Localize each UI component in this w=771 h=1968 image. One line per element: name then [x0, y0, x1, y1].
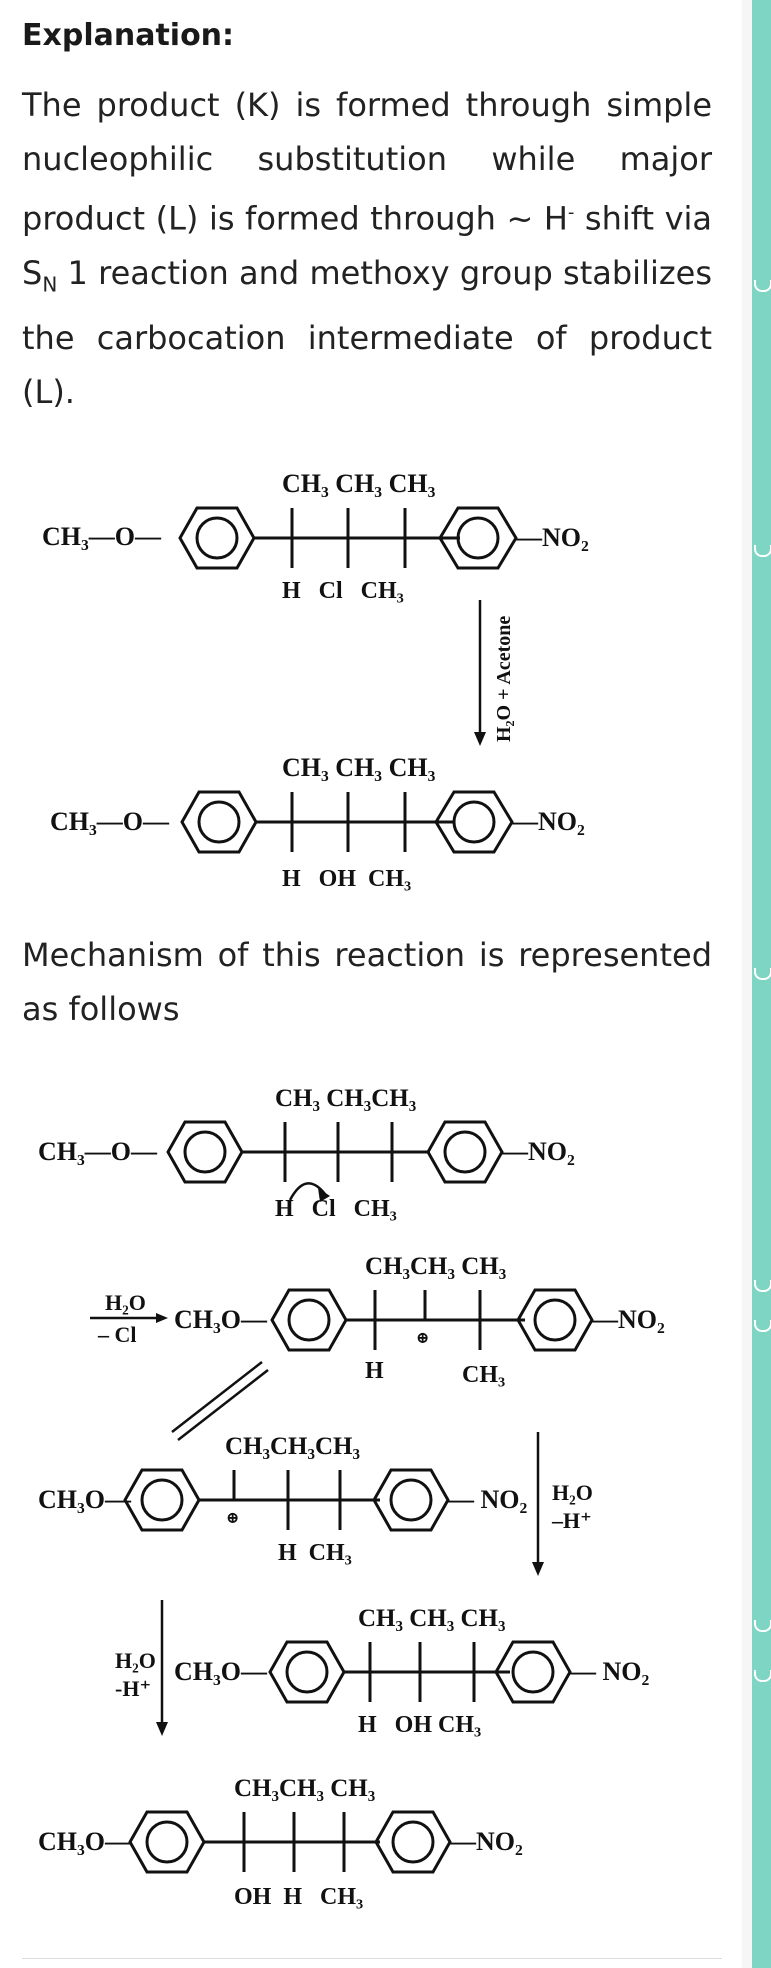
para-line: nucleophilic substitution while major: [22, 140, 712, 178]
resonance-arrow-icon: [171, 1361, 263, 1433]
explanation-content: Explanation: The product (K) is formed t…: [22, 18, 722, 1959]
structure-label: —NO₂: [449, 1827, 523, 1856]
explanation-heading: Explanation:: [22, 18, 235, 53]
structure-label: CH₃ CH₃CH₃: [275, 1085, 416, 1112]
structure-label: CH₃CH₃CH₃: [225, 1433, 360, 1460]
decoration-icon: [754, 545, 771, 557]
para-text: product (L) is formed through ~ H: [22, 199, 568, 238]
structure-label: —NO₂: [515, 523, 589, 552]
structure-label: CH₃O—: [174, 1657, 268, 1686]
structure-label: — NO₂: [569, 1657, 650, 1686]
explanation-paragraph: The product (K) is formed through simple…: [22, 78, 712, 419]
reagent-label: –H⁺: [551, 1508, 592, 1533]
carbocation-plus-icon: ⊕: [226, 1510, 239, 1527]
para-text: 1 reaction and methoxy group stabilizes: [57, 253, 712, 292]
reagent-label: -H⁺: [115, 1676, 151, 1701]
structure-label: — NO₂: [447, 1485, 528, 1514]
structure-label: H Cl CH₃: [282, 578, 404, 604]
benzene-ring-icon: [180, 790, 258, 854]
structure-label: H OH CH₃: [358, 1712, 481, 1738]
reagent-label: H₂O + Acetone: [493, 616, 515, 742]
benzene-ring-icon: [438, 506, 518, 570]
superscript: -: [567, 202, 575, 223]
structure-label: CH₃—O—: [38, 1137, 158, 1166]
structure-label: CH₃O—: [38, 1827, 132, 1856]
structure-label: OH H CH₃: [234, 1884, 363, 1910]
para-line: The product (K) is formed through simple: [22, 86, 712, 124]
arrow-down-icon: [474, 732, 486, 746]
structure-label: CH₃ CH₃ CH₃: [282, 753, 436, 782]
curved-arrow-icon: [288, 1182, 326, 1201]
carbocation-plus-icon: ⊕: [416, 1330, 429, 1347]
divider: [22, 1958, 722, 1959]
structure-label: CH₃CH₃ CH₃: [365, 1253, 506, 1280]
reagent-label: H₂O: [105, 1290, 146, 1315]
structure-label: —NO₂: [501, 1137, 575, 1166]
structure-label: H: [365, 1358, 384, 1384]
structure-label: CH₃—O—: [42, 522, 162, 551]
decoration-icon: [754, 280, 771, 292]
structure-label: H OH CH₃: [282, 866, 411, 892]
reagent-label: H₂O: [115, 1648, 156, 1673]
structure-label: CH₃—O—: [50, 807, 170, 836]
decoration-icon: [754, 1620, 771, 1632]
structure-label: H CH₃: [278, 1540, 352, 1566]
scroll-track: [742, 0, 752, 1968]
structure-label: CH₃CH₃ CH₃: [234, 1775, 375, 1802]
side-accent-bar: [742, 0, 771, 1968]
para-line: the carbocation intermediate of product: [22, 319, 712, 358]
para-line: as follows: [22, 990, 180, 1028]
decoration-icon: [754, 1670, 771, 1682]
para-line: Mechanism of this reaction is represente…: [22, 936, 712, 974]
structure-label: CH₃O—: [174, 1305, 268, 1334]
decoration-icon: [754, 1280, 771, 1292]
structure-label: CH₃: [462, 1362, 505, 1388]
structure-label: —NO₂: [591, 1305, 665, 1334]
reagent-label: H₂O: [552, 1480, 593, 1505]
benzene-ring-icon: [178, 506, 256, 570]
arrow-right-icon: [156, 1313, 168, 1323]
para-text: S: [22, 253, 43, 292]
decoration-icon: [754, 968, 771, 980]
arrow-down-icon: [156, 1722, 168, 1736]
structure-label: CH₃ CH₃ CH₃: [282, 469, 436, 498]
mechanism-scheme: CH₃—O— CH₃ CH₃CH₃ H Cl CH₃ —NO₂ H₂O – Cl…: [38, 1085, 665, 1910]
reagent-label: – Cl: [97, 1322, 137, 1347]
para-line: (L).: [22, 373, 75, 412]
reaction-scheme: CH₃—O— CH₃ CH₃ CH₃ H Cl CH₃ —NO₂ H₂O + A…: [42, 469, 589, 892]
subscript: N: [42, 272, 58, 297]
structure-label: CH₃ CH₃ CH₃: [358, 1605, 506, 1632]
decoration-icon: [754, 1320, 771, 1332]
para-line: product (L) is formed through ~ H- shift…: [22, 186, 712, 246]
arrow-down-icon: [532, 1562, 544, 1576]
benzene-ring-icon: [434, 790, 514, 854]
para-text: shift via: [574, 199, 712, 238]
structure-label: —NO₂: [511, 807, 585, 836]
mechanism-paragraph: Mechanism of this reaction is represente…: [22, 928, 712, 1036]
para-line: SN 1 reaction and methoxy group stabiliz…: [22, 246, 712, 311]
structure-label: H Cl CH₃: [275, 1196, 397, 1222]
structure-label: CH₃O—: [38, 1485, 132, 1514]
